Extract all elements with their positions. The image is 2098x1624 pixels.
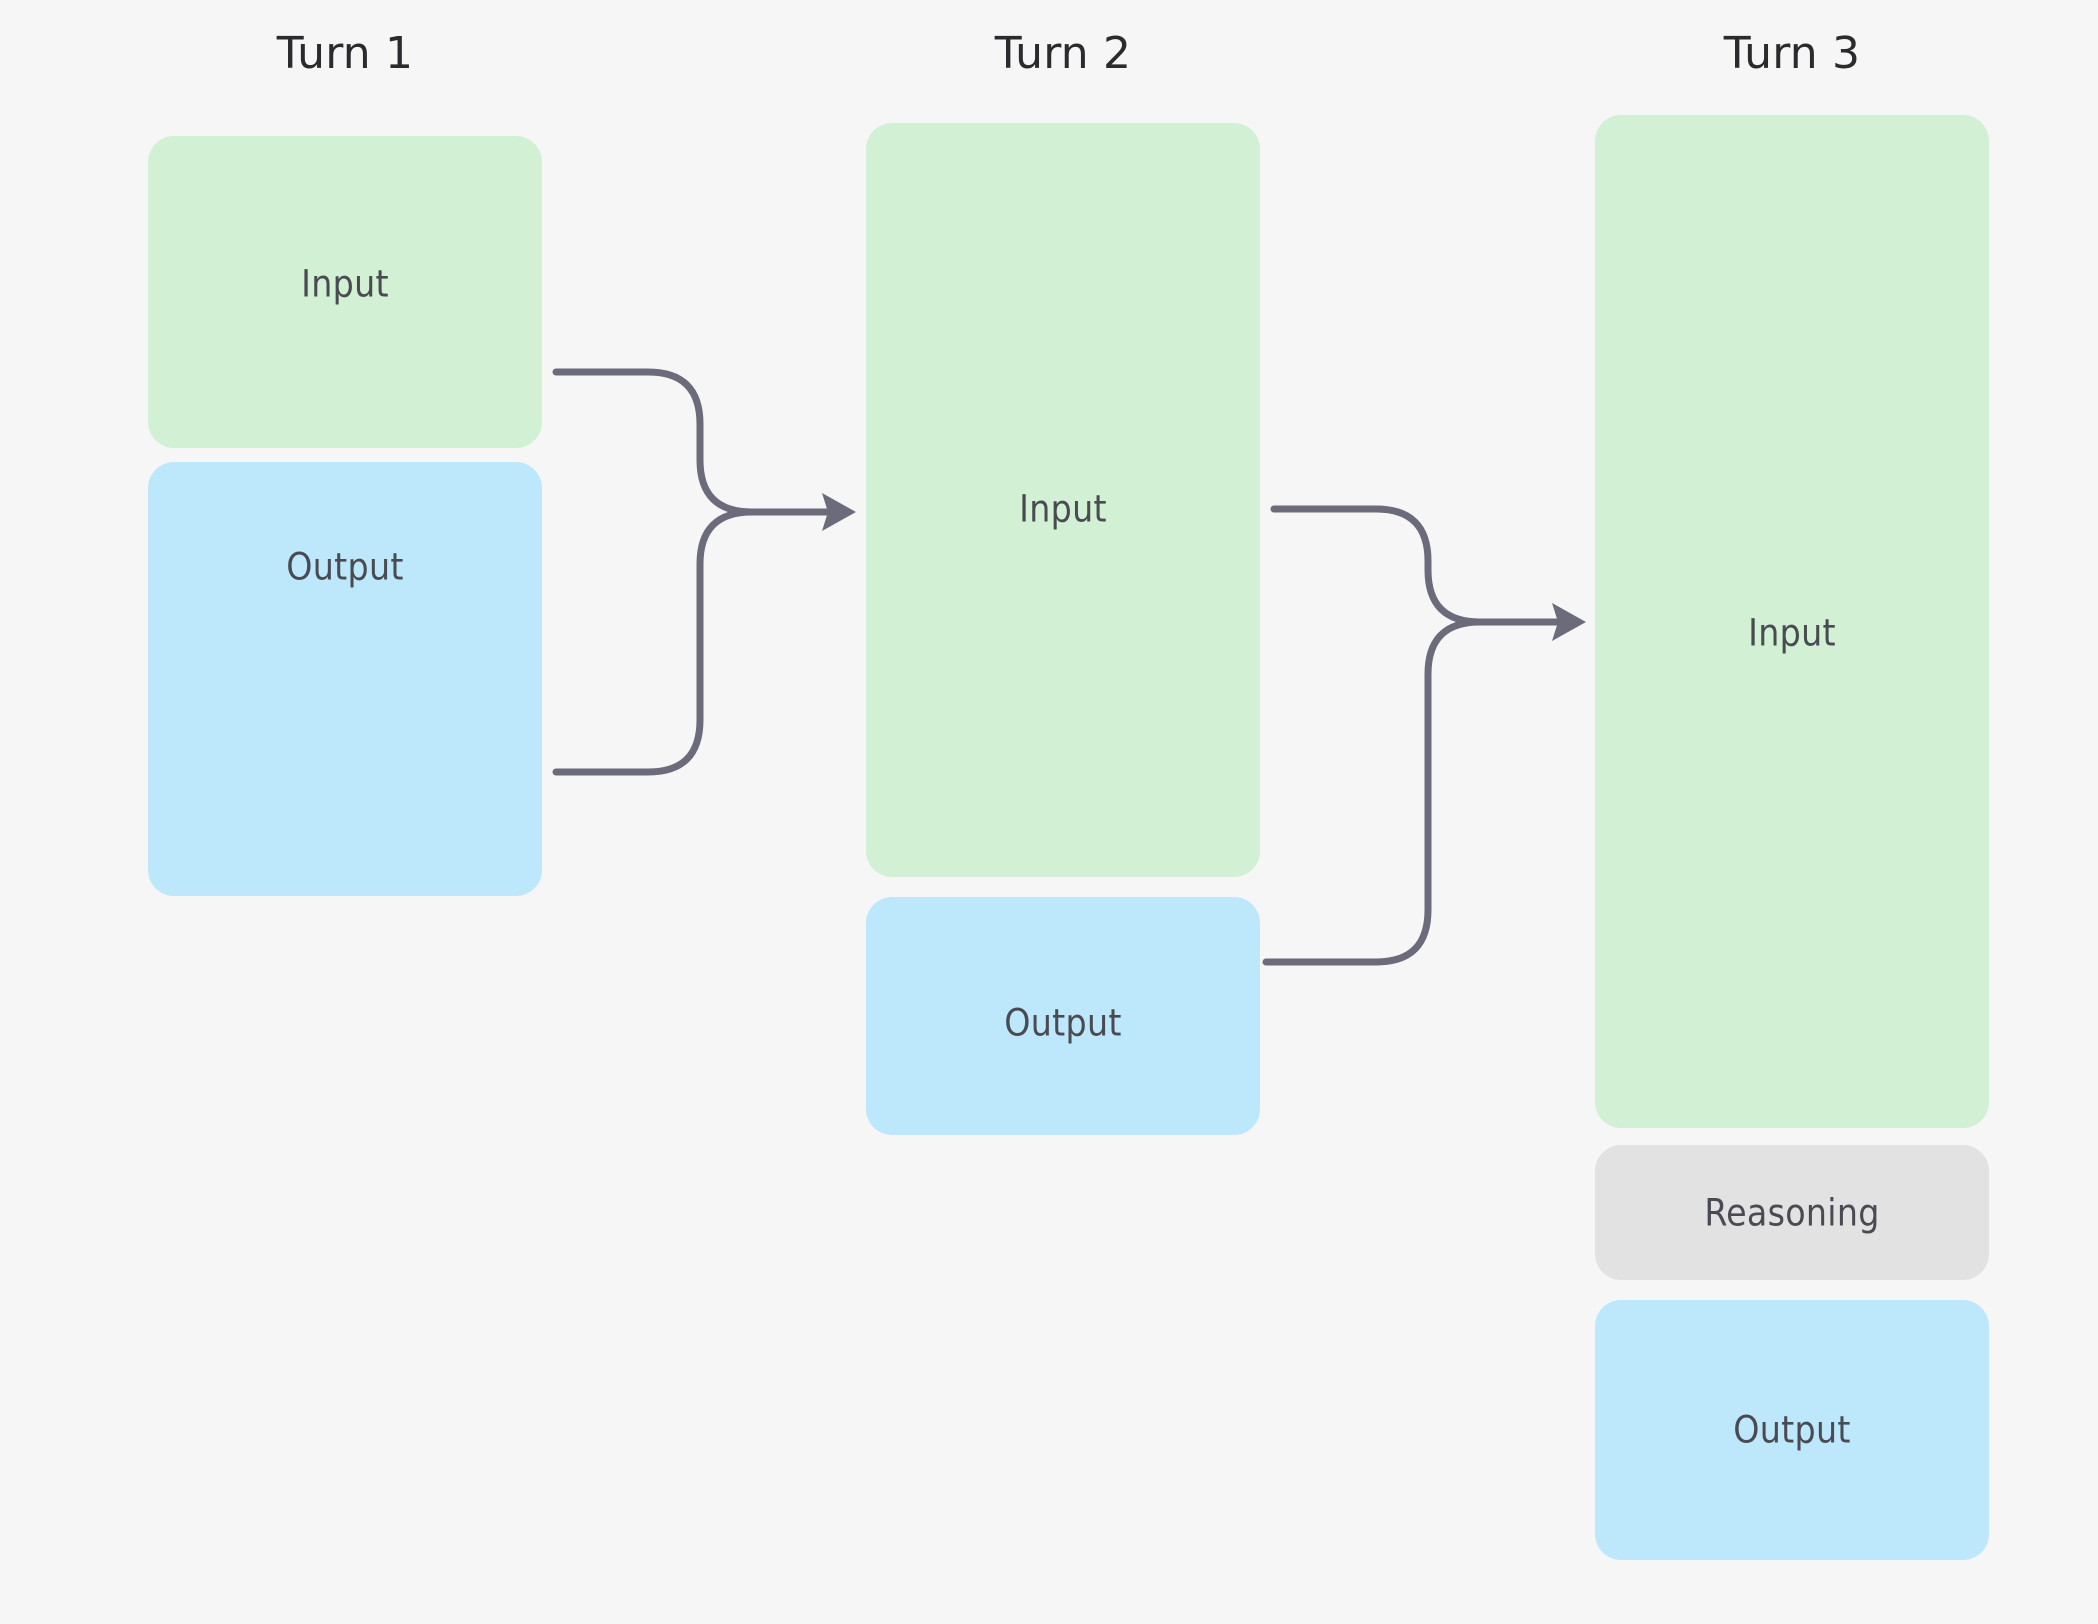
turn-title-1: Turn 1 [276,28,414,79]
node-turn-3-input[interactable]: Input [1595,115,1989,1128]
edge-turn2-input-to-turn3-arrowhead [1552,603,1586,641]
node-turn-3-output[interactable]: Output [1595,1300,1989,1560]
edge-turn2-output-to-turn3 [1262,618,1562,966]
node-turn-3-reasoning[interactable]: Reasoning [1595,1145,1989,1280]
node-turn-1-output[interactable]: Output [148,462,542,896]
node-turn-2-input[interactable]: Input [866,123,1260,877]
edge-turn1-input-to-turn2-arrowhead [822,493,856,531]
node-label-turn-2-output: Output [1004,1001,1122,1045]
node-turn-2-output[interactable]: Output [866,897,1260,1135]
node-label-turn-3-reasoning: Reasoning [1704,1191,1880,1235]
node-label-turn-3-input: Input [1748,611,1836,655]
node-turn-1-input[interactable]: Input [148,136,542,448]
edge-turn1-input-to-turn2 [552,368,834,516]
node-label-turn-2-input: Input [1019,487,1107,531]
turn-title-2: Turn 2 [994,28,1132,79]
node-label-turn-1-output: Output [286,545,404,589]
edge-turn1-output-to-turn2 [552,508,834,776]
turn-title-3: Turn 3 [1723,28,1861,79]
node-label-turn-1-input: Input [301,262,389,306]
node-label-turn-3-output: Output [1733,1408,1851,1452]
edge-turn2-input-to-turn3 [1270,505,1562,626]
